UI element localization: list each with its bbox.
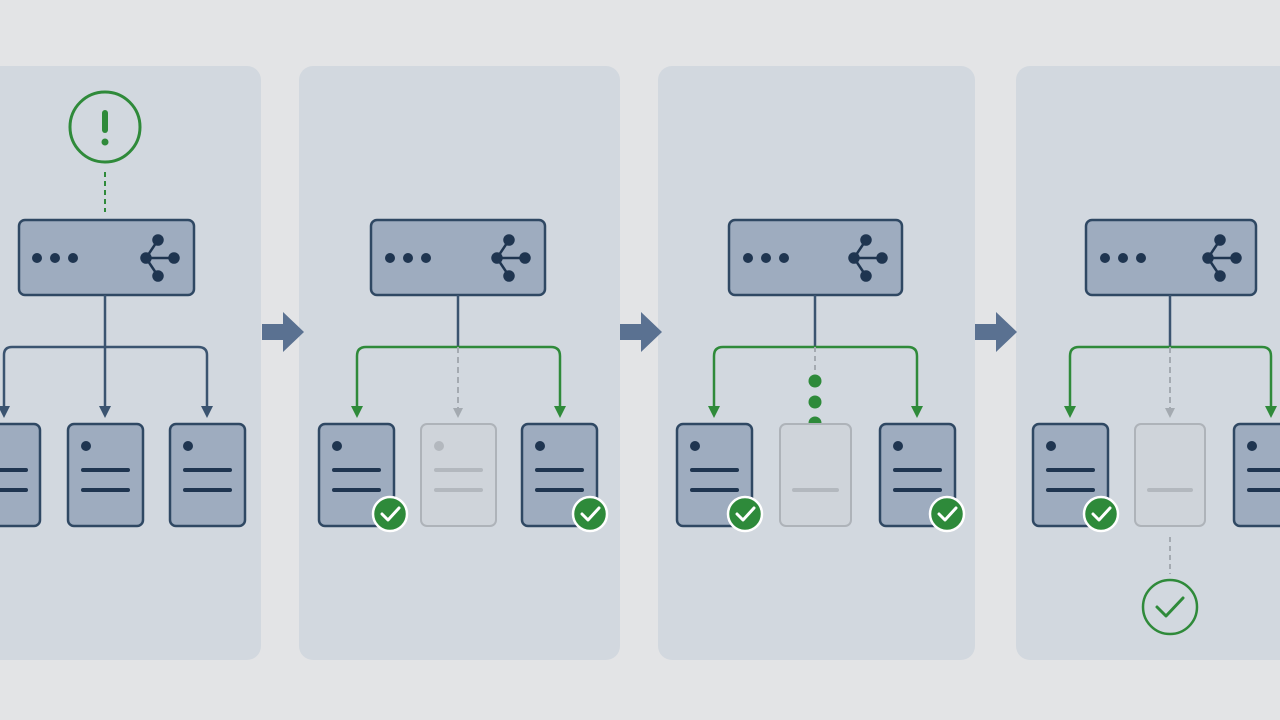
success-circle-icon (1141, 578, 1199, 636)
stage-2 (317, 218, 609, 533)
router-node (369, 218, 547, 297)
checkmark-badge-icon (726, 495, 764, 533)
branch-connectors (355, 295, 562, 410)
document-icon (66, 422, 145, 528)
checkmark-badge-icon (928, 495, 966, 533)
stage-3 (675, 218, 966, 533)
branch-connectors (2, 295, 209, 410)
arrowheads (708, 406, 923, 418)
checkmark-badge-icon (571, 495, 609, 533)
progress-dots (808, 374, 822, 430)
document-icon (168, 422, 247, 528)
checkmark-badge-icon (1082, 495, 1120, 533)
checkmark-badge-icon (371, 495, 409, 533)
branch-share-icon (848, 234, 888, 282)
router-node (1084, 218, 1258, 297)
document-icon (0, 422, 42, 528)
document-placeholder (1134, 423, 1206, 527)
branch-connectors (1068, 295, 1273, 410)
alert-circle-icon (68, 90, 142, 164)
more-dots-icon (1100, 253, 1146, 263)
stage-panel-2 (299, 66, 620, 660)
stage-1 (0, 90, 247, 528)
more-dots-icon (385, 253, 431, 263)
branch-connectors (712, 295, 919, 410)
stage-4 (1031, 218, 1280, 636)
more-dots-icon (743, 253, 789, 263)
right-arrow-icon (620, 312, 662, 352)
document-icon (317, 422, 396, 528)
document-icon (1232, 422, 1280, 528)
arrowheads (351, 406, 566, 418)
document-icon-faded (420, 423, 497, 527)
branch-share-icon (491, 234, 531, 282)
more-dots-icon (32, 253, 78, 263)
stage-panel-1 (0, 66, 261, 660)
stage-panel-3 (658, 66, 975, 660)
branch-share-icon (140, 234, 180, 282)
arrowheads (1064, 406, 1277, 418)
stage-panel-4 (1016, 66, 1280, 660)
right-arrow-icon (262, 312, 304, 352)
router-node (727, 218, 904, 297)
branch-share-icon (1202, 234, 1242, 282)
document-placeholder (779, 423, 852, 527)
arrowheads (0, 406, 213, 418)
router-node (17, 218, 196, 297)
right-arrow-icon (975, 312, 1017, 352)
